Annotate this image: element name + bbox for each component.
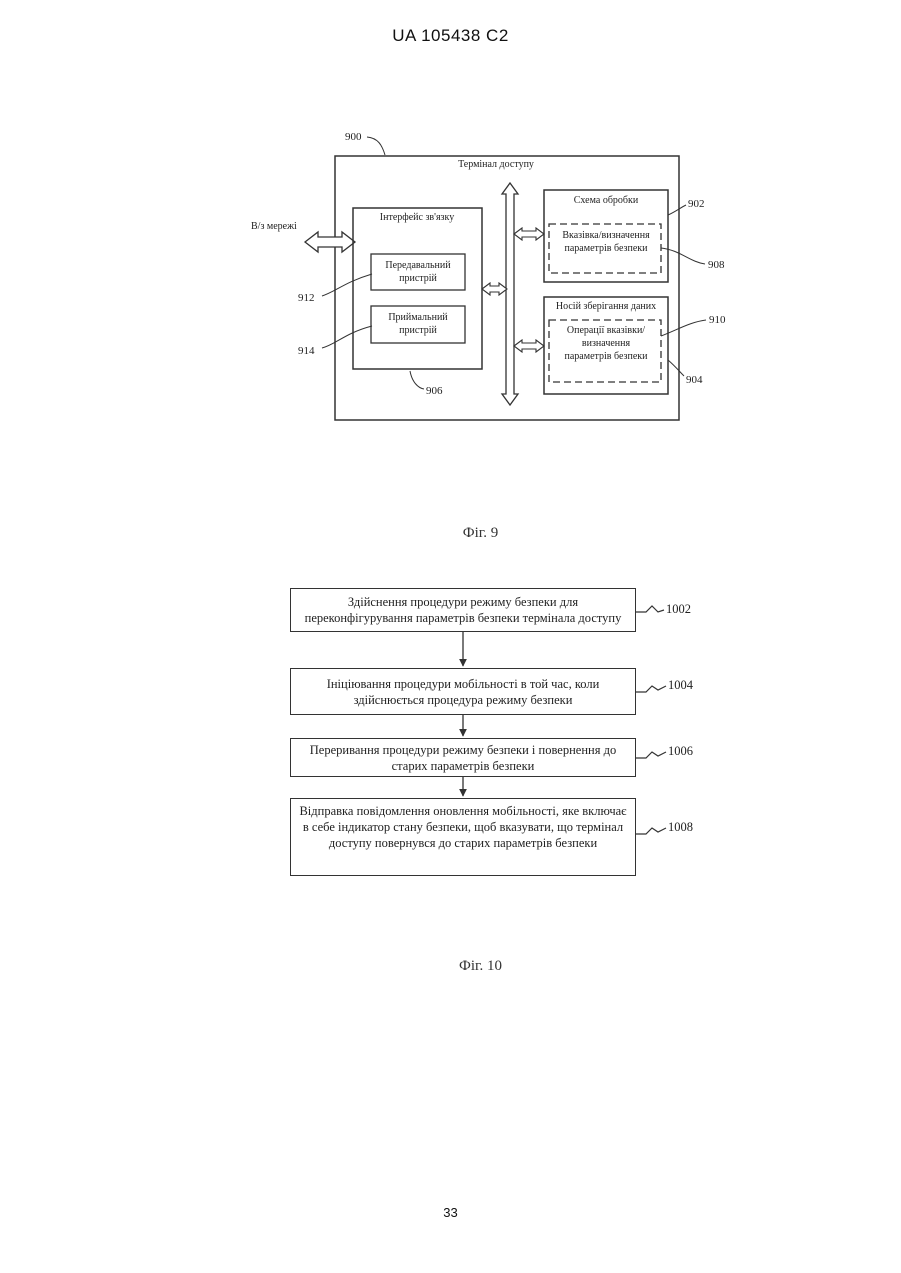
ref-1006: 1006 bbox=[668, 744, 693, 759]
fig10-caption: Фіг. 10 bbox=[0, 958, 901, 975]
leader-1002 bbox=[636, 606, 664, 612]
flow-step-1004: Ініціювання процедури мобільності в той … bbox=[290, 668, 636, 715]
step-1004-line1: Ініціювання процедури мобільності в той … bbox=[327, 677, 600, 691]
leader-1006 bbox=[636, 752, 666, 758]
ref-1004: 1004 bbox=[668, 678, 693, 693]
step-1008-line1: Відправка повідомлення оновлення мобільн… bbox=[299, 804, 626, 818]
step-1006-line2: старих параметрів безпеки bbox=[392, 759, 535, 773]
flow-step-1008: Відправка повідомлення оновлення мобільн… bbox=[290, 798, 636, 876]
step-1002-line2: переконфігурування параметрів безпеки те… bbox=[305, 611, 622, 625]
step-1008-line3: доступу повернувся до старих параметрів … bbox=[329, 836, 597, 850]
leader-1004 bbox=[636, 686, 666, 692]
step-1006-line1: Переривання процедури режиму безпеки і п… bbox=[310, 743, 616, 757]
page-number: 33 bbox=[0, 1205, 901, 1220]
step-1004-line2: здійснюється процедура режиму безпеки bbox=[354, 693, 573, 707]
flow-step-1002: Здійснення процедури режиму безпеки для п… bbox=[290, 588, 636, 632]
ref-1008: 1008 bbox=[668, 820, 693, 835]
flow-step-1006: Переривання процедури режиму безпеки і п… bbox=[290, 738, 636, 777]
step-1008-line2: в себе індикатор стану безпеки, щоб вказ… bbox=[303, 820, 623, 834]
ref-1002: 1002 bbox=[666, 602, 691, 617]
leader-1008 bbox=[636, 828, 666, 834]
step-1002-line1: Здійснення процедури режиму безпеки для bbox=[348, 595, 578, 609]
